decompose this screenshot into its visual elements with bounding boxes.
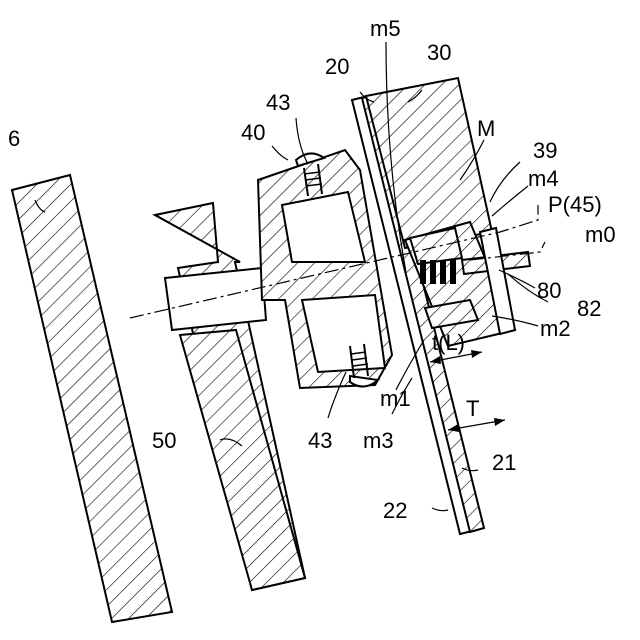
label-6: 6 <box>8 126 20 151</box>
label-T: T <box>466 396 479 421</box>
part-6-post <box>12 175 172 622</box>
part-50-support-lower <box>180 330 305 590</box>
label-tL: t(L) <box>432 330 465 355</box>
label-80: 80 <box>537 278 561 303</box>
bracket-lower-cavity <box>302 295 385 372</box>
label-p45: P(45) <box>548 192 602 217</box>
label-40: 40 <box>241 120 265 145</box>
label-m3: m3 <box>363 428 394 453</box>
label-m5: m5 <box>370 16 401 41</box>
label-20: 20 <box>325 54 349 79</box>
label-M: M <box>477 116 495 141</box>
label-m4: m4 <box>528 166 559 191</box>
label-50: 50 <box>152 428 176 453</box>
label-43-top: 43 <box>266 90 290 115</box>
label-39: 39 <box>533 138 557 163</box>
label-82: 82 <box>577 296 601 321</box>
label-22: 22 <box>383 498 407 523</box>
label-m2: m2 <box>540 316 571 341</box>
label-30: 30 <box>427 40 451 65</box>
label-m1: m1 <box>380 386 411 411</box>
label-21: 21 <box>492 450 516 475</box>
shaft <box>165 268 266 330</box>
label-m0: m0 <box>585 222 616 247</box>
label-43-bottom: 43 <box>308 428 332 453</box>
